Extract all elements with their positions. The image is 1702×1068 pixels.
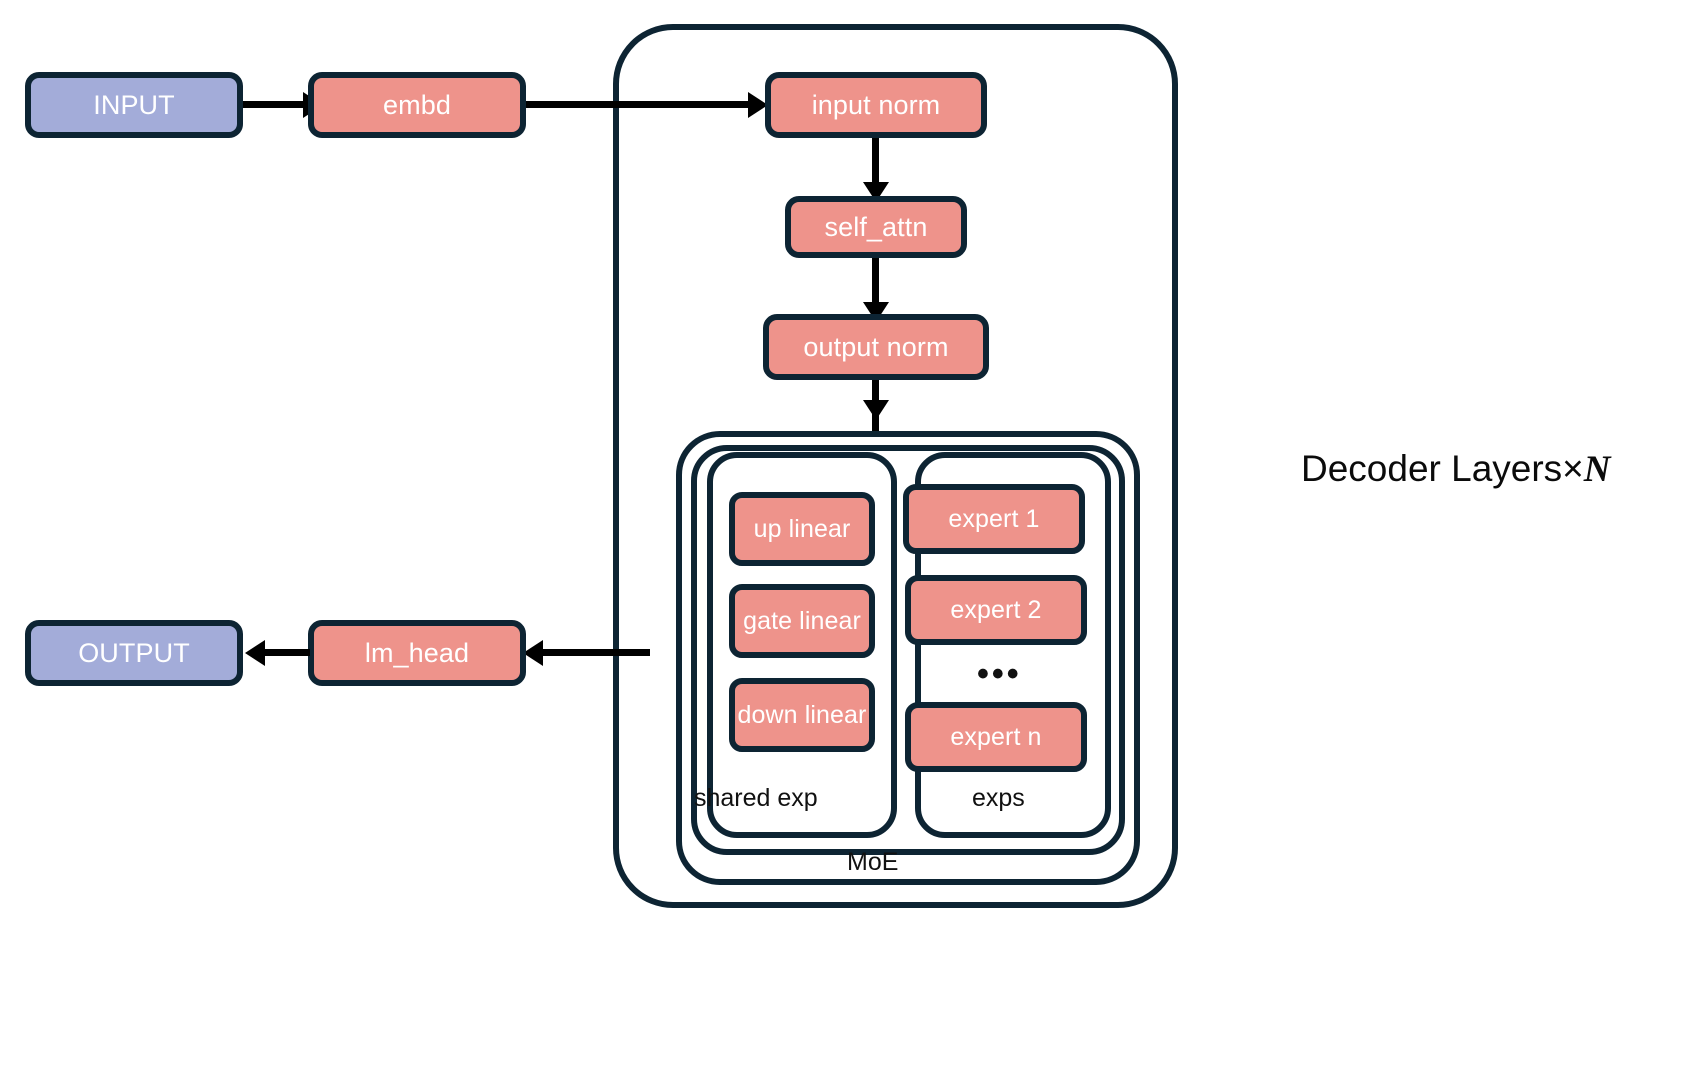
edge-input-norm-to-self-attn xyxy=(872,138,879,190)
arrowhead-decoder-to-lm-head xyxy=(523,640,543,666)
node-expert-2[interactable]: expert 2 xyxy=(905,575,1087,645)
edge-lm-head-to-output xyxy=(262,649,310,656)
moe-label: MoE xyxy=(847,848,899,876)
experts-ellipsis: ••• xyxy=(977,655,1022,693)
node-gate-linear[interactable]: gate linear xyxy=(729,584,875,658)
node-expert-1-label: expert 1 xyxy=(948,504,1040,533)
moe-outer-container xyxy=(676,431,1140,885)
node-output[interactable]: OUTPUT xyxy=(25,620,243,686)
shared-expert-caption: shared exp xyxy=(694,784,818,812)
decoder-layers-container xyxy=(613,24,1178,908)
node-input-norm-label: input norm xyxy=(811,89,941,120)
node-output-label: OUTPUT xyxy=(78,637,190,668)
node-expert-2-label: expert 2 xyxy=(950,595,1042,624)
node-self-attn[interactable]: self_attn xyxy=(785,196,967,258)
edge-self-attn-to-output-norm xyxy=(872,258,879,310)
node-up-linear-label: up linear xyxy=(753,514,851,543)
edge-input-to-embd xyxy=(243,101,305,108)
moe-inner-container xyxy=(691,445,1125,855)
routed-experts-container xyxy=(915,452,1111,838)
edge-decoder-to-lm-head xyxy=(540,649,650,656)
shared-expert-container xyxy=(707,452,897,838)
node-input[interactable]: INPUT xyxy=(25,72,243,138)
node-embd[interactable]: embd xyxy=(308,72,526,138)
arrowhead-embd-to-input-norm xyxy=(748,92,768,118)
decoder-layers-n: N xyxy=(1583,449,1611,490)
node-gate-linear-label: gate linear xyxy=(743,606,861,635)
node-lm-head[interactable]: lm_head xyxy=(308,620,526,686)
arrowhead-output-norm-to-moe xyxy=(863,400,889,420)
edge-embd-to-input-norm xyxy=(526,101,758,108)
node-output-norm[interactable]: output norm xyxy=(763,314,989,380)
node-down-linear[interactable]: down linear xyxy=(729,678,875,752)
node-down-linear-label: down linear xyxy=(737,700,867,729)
node-self-attn-label: self_attn xyxy=(824,211,928,242)
node-output-norm-label: output norm xyxy=(803,331,949,362)
node-expert-1[interactable]: expert 1 xyxy=(903,484,1085,554)
node-expert-n[interactable]: expert n xyxy=(905,702,1087,772)
arrowhead-lm-head-to-output xyxy=(245,640,265,666)
node-embd-label: embd xyxy=(383,89,451,120)
node-expert-n-label: expert n xyxy=(950,722,1042,751)
node-input-label: INPUT xyxy=(93,89,175,120)
decoder-layers-text: Decoder Layers× xyxy=(1301,448,1584,489)
node-up-linear[interactable]: up linear xyxy=(729,492,875,566)
node-lm-head-label: lm_head xyxy=(364,637,470,668)
node-input-norm[interactable]: input norm xyxy=(765,72,987,138)
decoder-layers-label: Decoder Layers×N xyxy=(1301,450,1611,488)
routed-experts-caption: exps xyxy=(972,784,1025,812)
